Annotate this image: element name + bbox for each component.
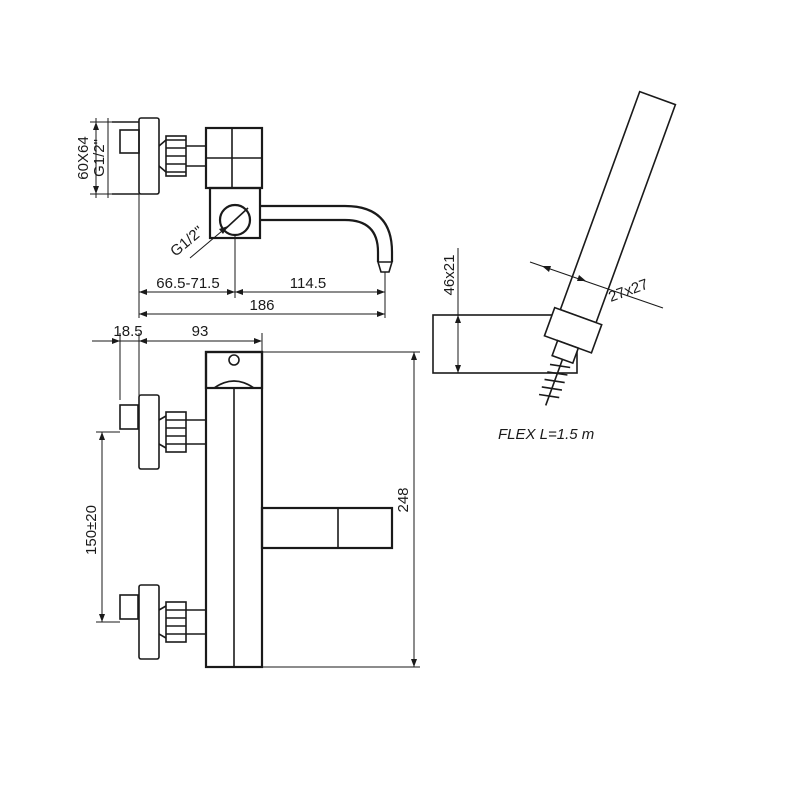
top-spout: [260, 204, 394, 262]
front-lower-plate: [119, 594, 139, 620]
label-overall: 186: [249, 297, 274, 314]
label-offset: 66.5-71.5: [156, 275, 219, 292]
top-wall-flange: [138, 117, 160, 195]
label-depth: 93: [192, 323, 209, 340]
top-outlet-block: [208, 186, 262, 240]
top-wall-plate: [119, 129, 140, 154]
label-spout-length: 114.5: [290, 275, 326, 292]
top-outlet-circle: [218, 203, 252, 237]
top-view: 60X64 G1/2" G1/2" 66.5-71.5 114.5 186: [75, 117, 394, 318]
front-top-cap: [204, 350, 264, 390]
label-holder-size: 46x21: [441, 255, 458, 296]
label-height: 248: [395, 487, 412, 512]
front-upper-plate: [119, 404, 139, 430]
front-view: 18.5 93: [83, 323, 420, 669]
front-upper-nut: [165, 411, 187, 453]
label-g12-left: G1/2": [91, 139, 108, 177]
front-lower-nut: [165, 601, 187, 643]
front-lower-flange: [138, 584, 160, 660]
label-wall-thickness: 18.5: [113, 323, 142, 340]
label-60x64: 60X64: [75, 136, 92, 179]
label-g12-outlet: G1/2": [167, 223, 207, 260]
label-centers: 150±20: [83, 505, 100, 555]
front-upper-flange: [138, 394, 160, 470]
front-spout: [260, 506, 394, 550]
hand-shower-view: 46x21 27x27 FLEX L=1.5 m: [432, 90, 677, 443]
flex-note: FLEX L=1.5 m: [498, 426, 594, 443]
front-cap-screw: [228, 354, 240, 366]
